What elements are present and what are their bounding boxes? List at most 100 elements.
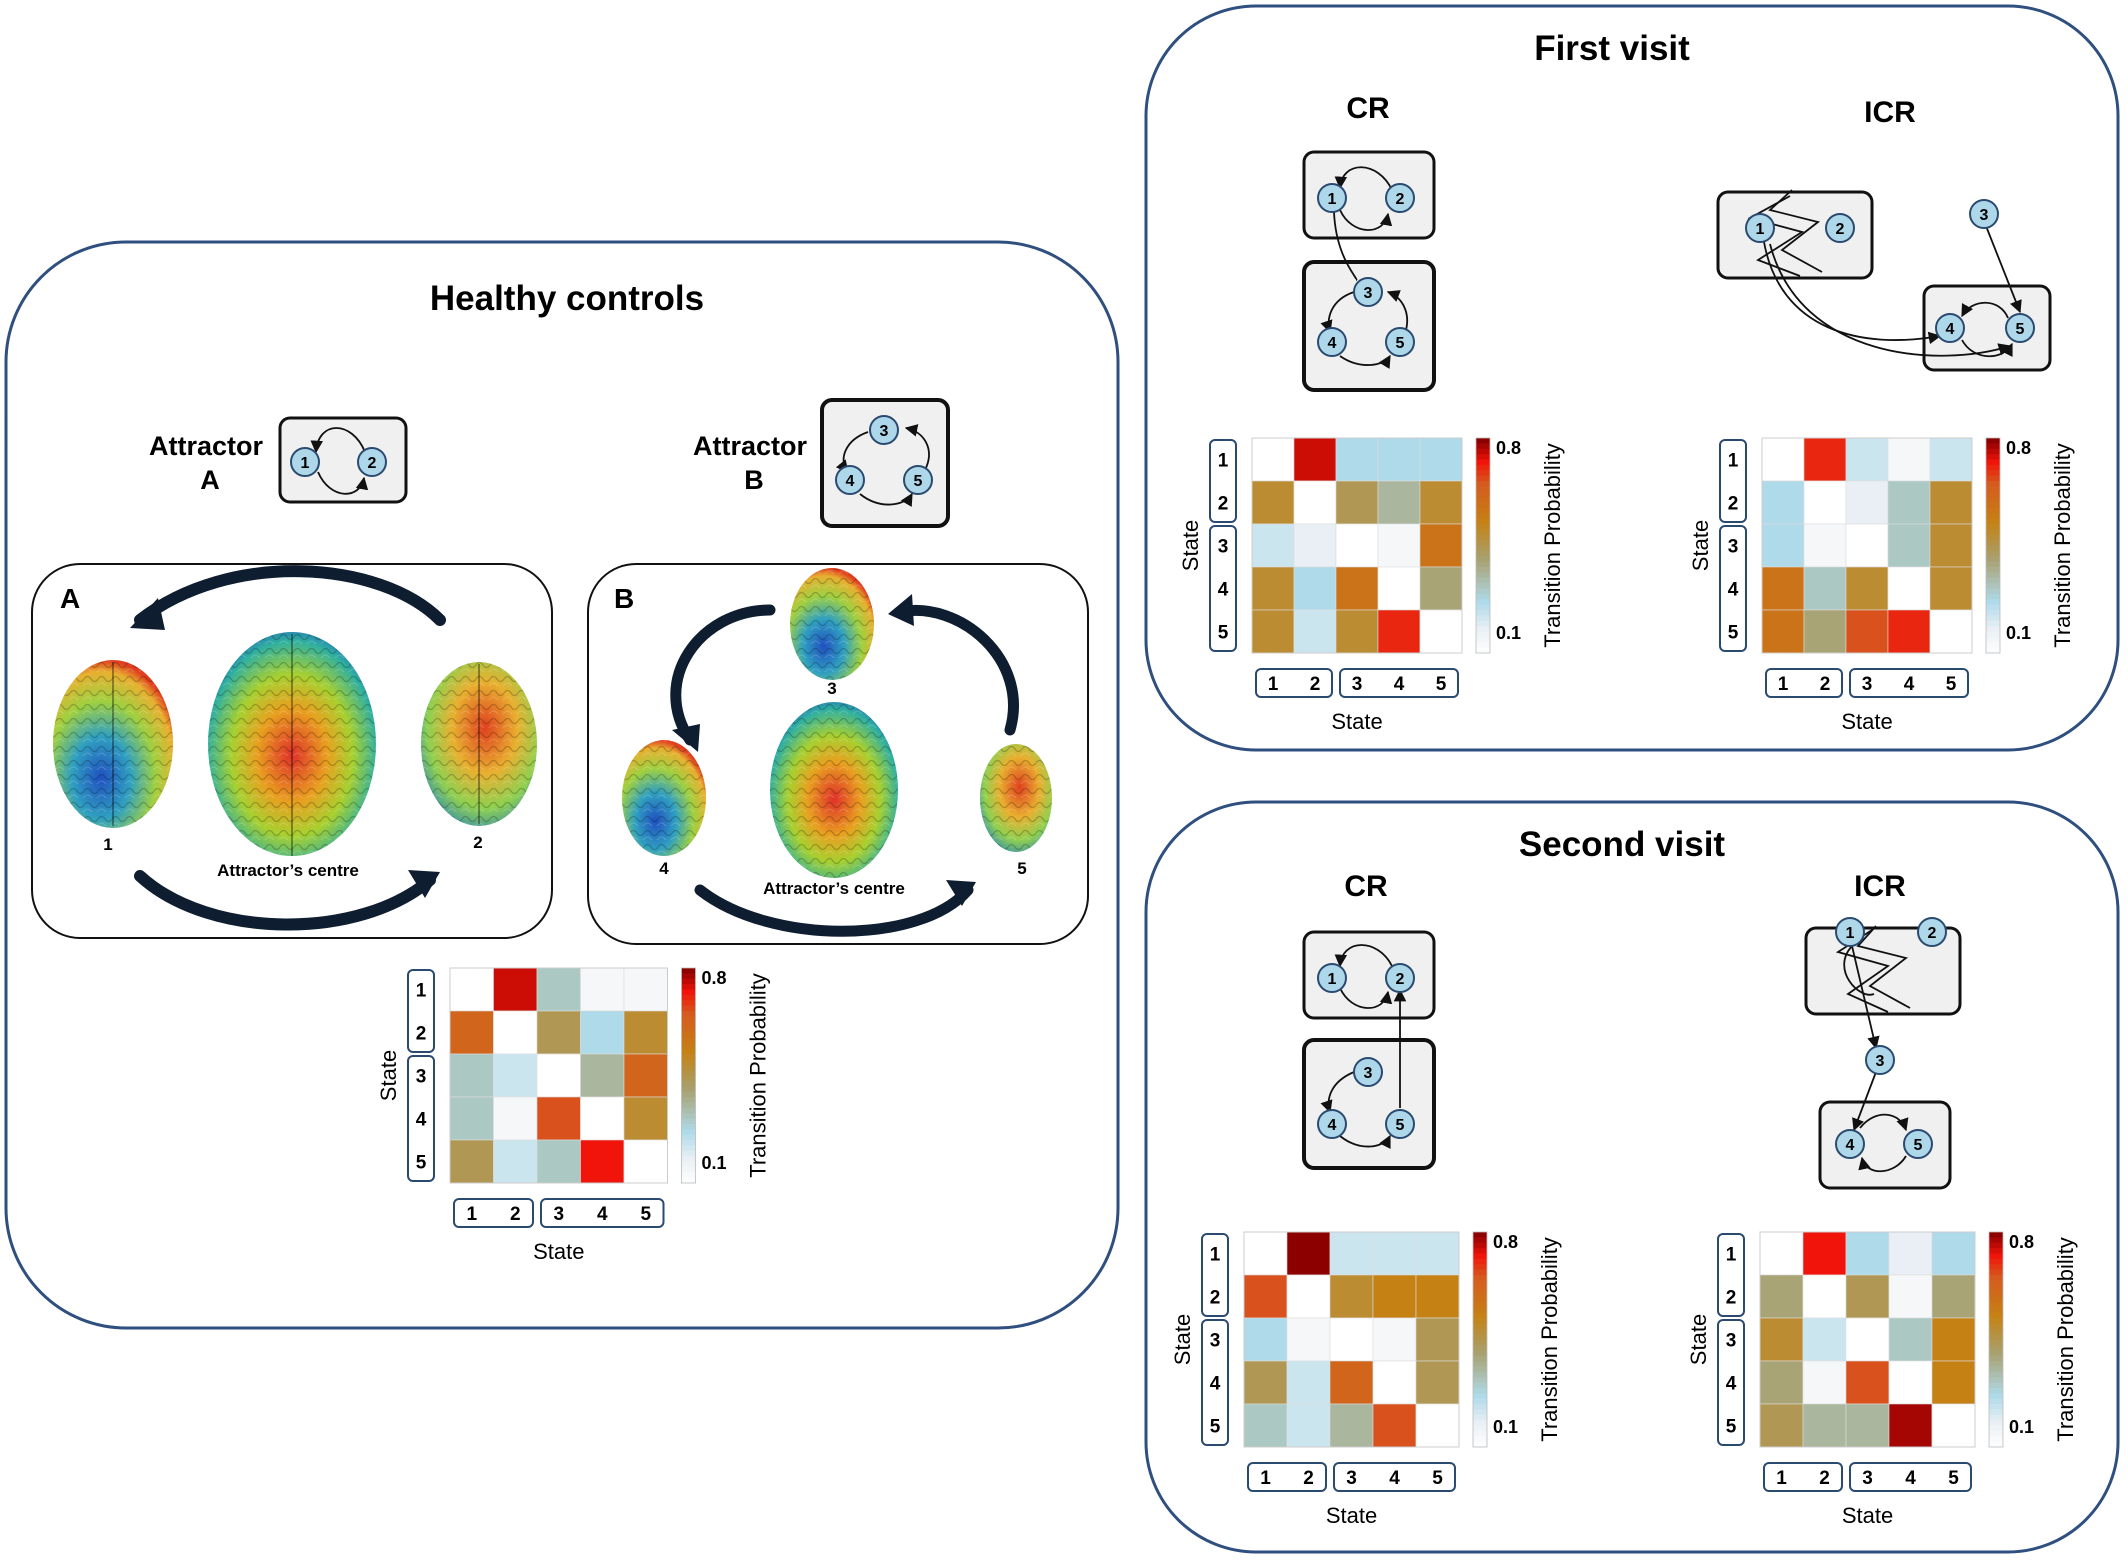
colorbar-segment (681, 1064, 696, 1071)
col-tick-label: 1 (1778, 674, 1789, 695)
colorbar-segment (1476, 615, 1490, 622)
heatmap-border (1761, 437, 1973, 654)
node-2 (1917, 917, 1947, 947)
colorbar-segment (1989, 1328, 2003, 1335)
heatmap-cell (1335, 480, 1379, 525)
colorbar-segment (1473, 1237, 1487, 1244)
colorbar-segment (1989, 1296, 2003, 1303)
colorbar-segment (681, 1123, 696, 1130)
colorbar-segment (1473, 1441, 1487, 1448)
colorbar-segment (1986, 593, 2000, 600)
node-5 (1385, 1109, 1415, 1139)
node-5 (2005, 313, 2035, 343)
heatmap-cell (1845, 437, 1889, 482)
row-tick-label: 1 (1726, 1245, 1737, 1266)
colorbar-segment (1989, 1393, 2003, 1400)
heatmap-cell (1329, 1231, 1374, 1276)
colorbar-segment (1986, 620, 2000, 627)
colorbar-segment (1476, 524, 1490, 530)
colorbar-max-label: 0.8 (2009, 1232, 2034, 1252)
heatmap-cell (580, 1053, 625, 1098)
heatmap-cell (1372, 1403, 1417, 1448)
heatmap-cell (1243, 1360, 1288, 1405)
colorbar-segment (1986, 529, 2000, 536)
svg-text:3: 3 (880, 423, 889, 440)
x-axis-label: State (1841, 709, 1892, 734)
colorbar-segment (1473, 1409, 1487, 1416)
colorbar-segment (1473, 1420, 1487, 1426)
colorbar-segment (1989, 1414, 2003, 1421)
colorbar-segment (1986, 459, 2000, 466)
colorbar-segment (1986, 588, 2000, 595)
heatmap-cell (1845, 523, 1889, 568)
colorbar-segment (1989, 1248, 2003, 1254)
col-tick-label: 5 (1436, 674, 1447, 695)
colorbar-segment (1476, 497, 1490, 503)
brain-label-2: 2 (473, 833, 482, 852)
colorbar-segment (1476, 636, 1490, 643)
svg-text:4: 4 (846, 473, 855, 490)
svg-text:3: 3 (1980, 207, 1989, 224)
x-axis-label: State (1331, 709, 1382, 734)
colorbar-segment (681, 984, 696, 990)
colorbar-segment (681, 1021, 696, 1028)
colorbar-segment (1473, 1339, 1487, 1346)
heatmap-cell (1329, 1274, 1374, 1319)
colorbar-segment (1986, 443, 2000, 450)
heatmap-cell (1802, 1403, 1847, 1448)
heatmap-cell (449, 1010, 494, 1055)
colorbar-min-label: 0.1 (2009, 1417, 2034, 1437)
heatmap-cell (1759, 1274, 1804, 1319)
heatmap-cell (1377, 566, 1421, 611)
colorbar-segment (1989, 1404, 2003, 1410)
colorbar-segment (1473, 1291, 1487, 1297)
col-group-bracket-3-5 (1339, 668, 1459, 698)
heatmap-cell (1929, 480, 1973, 525)
row-group-bracket-1-2 (1209, 439, 1237, 523)
colorbar-segment (1989, 1264, 2003, 1271)
colorbar-frame (1472, 1231, 1488, 1448)
row-group-bracket-3-5 (1209, 525, 1237, 652)
colorbar-segment (1476, 550, 1490, 557)
heatmap-cell (1931, 1403, 1976, 1448)
heatmap-cell (1377, 609, 1421, 654)
colorbar-segment (1986, 636, 2000, 643)
colorbar-segment (681, 1097, 696, 1103)
heatmap-cell (493, 967, 538, 1012)
heatmap-cell (1419, 523, 1463, 568)
colorbar-segment (1989, 1232, 2003, 1238)
col-tick-label: 2 (1310, 674, 1321, 695)
colorbar-segment (1986, 545, 2000, 552)
y-axis-label: State (1178, 520, 1203, 571)
colorbar-segment (681, 1075, 696, 1082)
col-tick-label: 5 (1948, 1468, 1959, 1489)
brain-attractor-centre-b (770, 702, 898, 878)
heatmap-cell (1377, 437, 1421, 482)
heatmap-cell (536, 1096, 581, 1141)
y-axis-label: State (376, 1050, 401, 1101)
svg-text:5: 5 (914, 473, 923, 490)
second-visit-title: Second visit (1519, 825, 1726, 864)
colorbar-segment (1989, 1420, 2003, 1426)
row-tick-label: 5 (1218, 623, 1229, 644)
second-visit-cr-diagram: 1 2 3 4 5 (1302, 930, 1436, 1170)
heatmap-cell (1845, 566, 1889, 611)
attractor-b-diagram: 3 4 5 (820, 398, 950, 528)
brain-panel-a: A 1 2 Attractor’s centre (31, 563, 553, 939)
colorbar-segment (1476, 470, 1490, 477)
colorbar-min-label: 0.1 (2006, 623, 2031, 643)
colorbar-segment (1989, 1344, 2003, 1351)
colorbar-max-label: 0.8 (1496, 438, 1521, 458)
heatmap-cell (1888, 1274, 1933, 1319)
svg-text:5: 5 (1396, 1117, 1405, 1134)
colorbar-segment (1473, 1258, 1487, 1265)
colorbar-segment (1986, 524, 2000, 530)
heatmap-cell (1415, 1317, 1460, 1362)
transition-arrow-top (134, 565, 446, 626)
colorbar-segment (1473, 1248, 1487, 1254)
colorbar-segment (1476, 540, 1490, 546)
heatmap-cell (1931, 1274, 1976, 1319)
colorbar-segment (1986, 577, 2000, 584)
row-group-bracket-3-5 (1717, 1319, 1745, 1446)
